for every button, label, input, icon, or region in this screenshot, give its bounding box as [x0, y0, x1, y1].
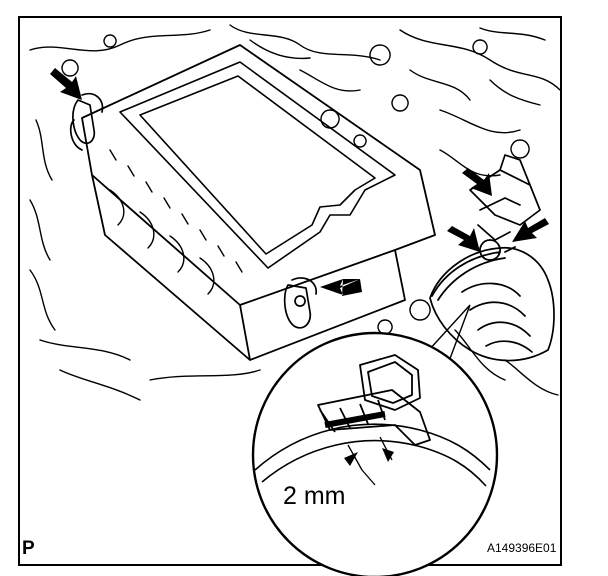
magnified-detail: [254, 354, 491, 487]
arrow-icon: [320, 279, 362, 296]
housing-ribs: [109, 149, 243, 295]
figure-id: A149396E01: [487, 541, 557, 555]
intake-hose: [429, 246, 555, 362]
detail-clamp-tab: [317, 389, 431, 446]
arrow-icon: [462, 168, 492, 196]
callout-arrows: [50, 68, 549, 296]
sensor-connector: [469, 154, 541, 241]
dimension-arrow-right: [382, 448, 394, 462]
dimension-arrow-left: [344, 452, 358, 466]
air-filter-cover: [119, 61, 396, 269]
arrow-icon: [447, 226, 480, 252]
magnified-view-circle: [251, 331, 499, 576]
arrow-icon: [512, 218, 549, 242]
air-cleaner-housing: [81, 44, 436, 361]
detail-hose-band: [254, 423, 491, 487]
front-clamp: [283, 277, 317, 329]
clamp-edge-bar: [324, 411, 386, 428]
hose-band-clamp: [431, 239, 516, 301]
engine-bay-drawing: [29, 24, 560, 421]
left-clamp: [69, 92, 104, 151]
detail-bolt: [359, 354, 421, 411]
panel-letter: P: [22, 538, 35, 559]
dimension-label: 2 mm: [283, 482, 346, 510]
arrow-icon: [50, 68, 82, 100]
background-hoses: [29, 24, 560, 421]
